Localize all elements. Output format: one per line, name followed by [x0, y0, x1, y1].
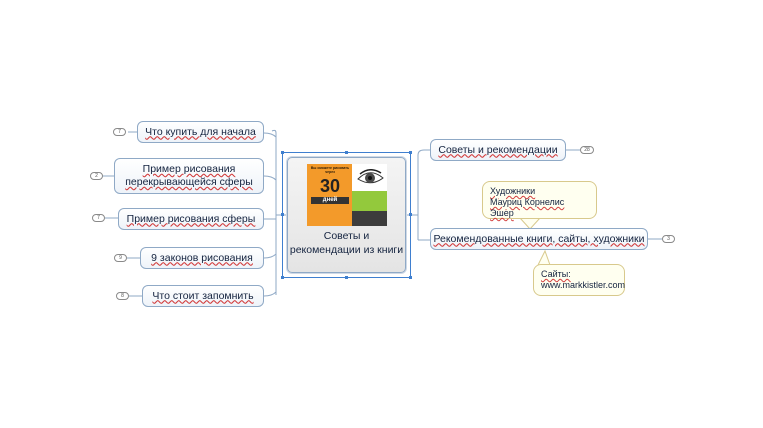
topic-label: Рекомендованные книги, сайты, художники	[433, 232, 645, 245]
resize-handle[interactable]	[345, 151, 348, 154]
subtopic-count-badge[interactable]: 9	[114, 254, 127, 262]
callout-artists[interactable]: Художники Мауриц Корнелис Эшер	[482, 181, 597, 219]
callout-url[interactable]: www.markkistler.com	[541, 280, 626, 290]
resize-handle[interactable]	[409, 213, 412, 216]
callout-names: Мауриц Корнелис Эшер	[490, 197, 565, 218]
callout-sites[interactable]: Сайты: www.markkistler.com	[533, 264, 625, 296]
resize-handle[interactable]	[281, 151, 284, 154]
resize-handle[interactable]	[409, 151, 412, 154]
cover-word: дней	[311, 197, 349, 204]
subtopic-count-badge[interactable]: 8	[116, 292, 129, 300]
topic-nine-laws[interactable]: 9 законов рисования	[140, 247, 264, 269]
topic-label: Что купить для начала	[145, 125, 256, 138]
topic-label: Что стоит запомнить	[152, 289, 254, 302]
topic-recommended[interactable]: Рекомендованные книги, сайты, художники	[430, 228, 648, 250]
resize-handle[interactable]	[281, 276, 284, 279]
topic-what-to-buy[interactable]: Что купить для начала	[137, 121, 264, 143]
resize-handle[interactable]	[281, 213, 284, 216]
topic-tips[interactable]: Советы и рекомендации	[430, 139, 566, 161]
topic-label: Советы и рекомендации	[438, 143, 558, 156]
topic-label: Пример рисования перекрывающейся сферы	[125, 163, 253, 188]
book-cover-image[interactable]: Вы сможете рисовать через 30 дней	[307, 164, 387, 226]
eye-icon	[357, 169, 384, 184]
callout-title: Художники	[490, 186, 536, 196]
cover-tagline: Вы сможете рисовать через	[310, 166, 350, 174]
subtopic-count-badge[interactable]: 7	[113, 128, 126, 136]
topic-overlapping-sphere-example[interactable]: Пример рисования перекрывающейся сферы	[114, 158, 264, 194]
subtopic-count-badge[interactable]: 28	[580, 146, 594, 154]
subtopic-count-badge[interactable]: 7	[92, 214, 105, 222]
central-topic-label: Советы и рекомендации из книги	[289, 230, 404, 256]
subtopic-count-badge[interactable]: 2	[90, 172, 103, 180]
topic-label: 9 законов рисования	[151, 251, 253, 264]
cover-number: 30	[319, 176, 341, 196]
cover-orange-panel	[307, 164, 352, 226]
topic-label: Пример рисования сферы	[126, 212, 256, 225]
topic-remember[interactable]: Что стоит запомнить	[142, 285, 264, 307]
resize-handle[interactable]	[409, 276, 412, 279]
topic-sphere-example[interactable]: Пример рисования сферы	[118, 208, 264, 230]
callout-title: Сайты:	[541, 269, 571, 279]
subtopic-count-badge[interactable]: 3	[662, 235, 675, 243]
resize-handle[interactable]	[345, 276, 348, 279]
cover-dark-panel	[352, 211, 387, 226]
cover-green-panel	[352, 191, 387, 211]
